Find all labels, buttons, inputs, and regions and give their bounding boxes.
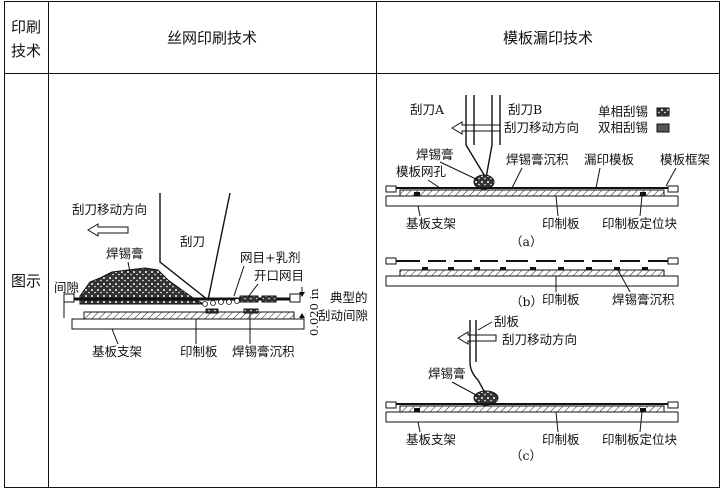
stencil-locator-label-c: 印制板定位块	[602, 432, 678, 447]
blade-b-label: 刮刀B	[508, 102, 542, 117]
screen-support-label: 基板支架	[92, 344, 142, 359]
stencil-pcb-label-c: 印制板	[542, 432, 580, 447]
stencil-locator-label-a: 印制板定位块	[602, 216, 678, 231]
direction-arrow-icon	[87, 223, 129, 237]
header-col1-line2: 技术	[11, 42, 41, 60]
typical-gap-label-2: 刮动间隙	[318, 308, 368, 323]
table-grid	[4, 1, 720, 488]
stencil-fig-a: 刮刀A 刮刀B 单相刮锡 双相刮锡 刮刀移动方向 焊锡膏 模板网孔 焊锡膏沉积 …	[385, 95, 710, 249]
stencil-frame-label: 模板框架	[660, 152, 710, 167]
gap-label: 间隙	[54, 280, 79, 295]
stencil-pcb-label-b: 印制板	[542, 292, 580, 307]
stencil-pcb-b	[399, 269, 665, 277]
squeegee-blade	[159, 192, 231, 302]
stencil-printing-diagram: 刮刀A 刮刀B 单相刮锡 双相刮锡 刮刀移动方向 焊锡膏 模板网孔 焊锡膏沉积 …	[385, 95, 710, 463]
fig-a-label: （a）	[510, 234, 542, 249]
open-mesh-label: 开口网目	[254, 268, 304, 283]
header-col3: 模板漏印技术	[503, 29, 593, 47]
stencil-direction-arrow-icon-c	[457, 331, 497, 345]
screen-paste-label: 焊锡膏	[106, 246, 144, 261]
stencil-direction-arrow-icon	[451, 121, 501, 135]
blade-a-label: 刮刀A	[410, 102, 445, 117]
stencil-pcb-a	[399, 189, 665, 197]
screen-pcb	[83, 311, 295, 320]
single-squeegee-swatch	[656, 107, 670, 117]
stencil-pcb-c	[399, 405, 665, 413]
row-label: 图示	[11, 272, 41, 290]
stencil-paste-label: 焊锡膏	[416, 147, 454, 162]
stencil-support-label-c: 基板支架	[406, 432, 456, 447]
screen-support	[71, 318, 305, 330]
mesh-emulsion-label: 网目+乳剂	[240, 250, 300, 265]
header-col2: 丝网印刷技术	[167, 29, 257, 47]
stencil-fig-b: （b） 印制板 焊锡膏沉积	[385, 257, 679, 309]
screen-pcb-label: 印制板	[180, 344, 218, 359]
gap-value-label: 0.020 in	[307, 288, 321, 336]
stencil-direction-label: 刮刀移动方向	[504, 120, 579, 135]
single-squeegee-label: 单相刮锡	[598, 104, 648, 119]
stencil-fig-c: 刮板 刮刀移动方向 焊锡膏 基板支架 印制板 印制板定位块 （c）	[385, 314, 679, 463]
squeegee-label: 刮刀	[180, 234, 205, 249]
double-squeegee-swatch	[656, 123, 670, 133]
stencil-direction-label-c: 刮刀移动方向	[502, 332, 577, 347]
stencil-deposit-label-a: 焊锡膏沉积	[506, 152, 569, 167]
typical-gap-label-1: 典型的	[330, 290, 368, 305]
fig-b-label: （b）	[510, 294, 543, 309]
header-col1-line1: 印刷	[11, 18, 41, 36]
scraper-label: 刮板	[494, 314, 520, 329]
stencil-deposit-label-b: 焊锡膏沉积	[612, 292, 675, 307]
stencil-support-label-a: 基板支架	[406, 216, 456, 231]
fig-c-label: （c）	[510, 448, 542, 463]
screen-direction-label: 刮刀移动方向	[72, 202, 147, 217]
screen-printing-diagram: 刮刀移动方向 刮刀 焊锡膏 网目+乳剂 开口网目 间隙 典型的 刮动间隙 0.0…	[54, 192, 368, 359]
stencil-paste-label-c: 焊锡膏	[428, 366, 466, 381]
screen-deposit-label: 焊锡膏沉积	[232, 344, 295, 359]
stencil-aperture-label: 模板网孔	[396, 164, 447, 179]
double-squeegee-label: 双相刮锡	[598, 120, 648, 135]
stencil-pcb-label-a: 印制板	[542, 216, 580, 231]
stencil-label: 漏印模板	[584, 152, 635, 167]
